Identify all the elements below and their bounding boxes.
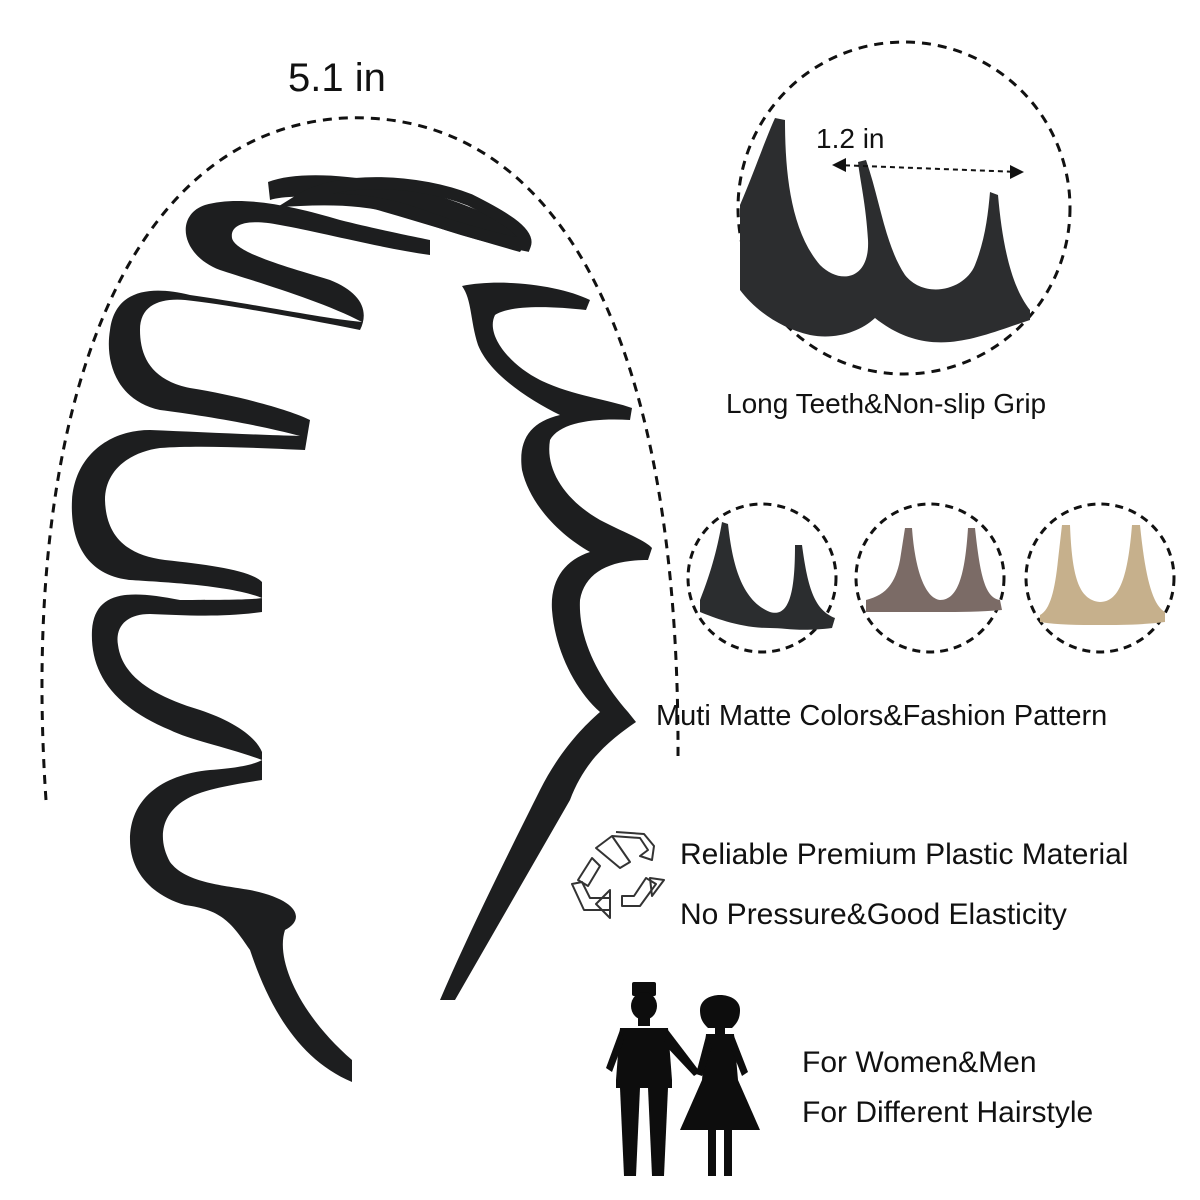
color-variant-swatch-beige <box>1040 525 1165 625</box>
teeth-spacing-label: 1.2 in <box>816 123 885 154</box>
headband-top-loop <box>277 177 532 252</box>
recycle-icon <box>571 831 665 919</box>
color-variant-swatch-brown <box>866 528 1002 612</box>
headband-left-arm <box>71 200 431 1083</box>
teeth-dimension-line <box>835 164 1021 173</box>
feature-hairstyle: For Different Hairstyle <box>802 1096 1094 1129</box>
teeth-caption: Long Teeth&Non-slip Grip <box>726 388 1047 419</box>
color-variant-circle-brown <box>854 502 1006 654</box>
color-variant-circle-black <box>686 502 838 654</box>
band-width-label: 5.1 in <box>288 56 386 100</box>
feature-material: Reliable Premium Plastic Material <box>680 838 1129 871</box>
feature-elasticity: No Pressure&Good Elasticity <box>680 898 1067 931</box>
man-woman-icon <box>606 982 760 1176</box>
feature-audience: For Women&Men <box>802 1046 1037 1079</box>
teeth-detail-circle <box>736 40 1072 376</box>
width-dimension-arc <box>40 116 680 801</box>
teeth-dimension-arrowhead-right <box>1010 165 1024 179</box>
headband-right-arm <box>440 282 652 1000</box>
colors-caption: Muti Matte Colors&Fashion Pattern <box>656 700 1108 732</box>
teeth-closeup <box>740 118 1030 343</box>
color-variant-circle-beige <box>1024 502 1176 654</box>
teeth-dimension-arrowhead-left <box>832 158 846 172</box>
color-variant-swatch-black <box>700 522 835 630</box>
